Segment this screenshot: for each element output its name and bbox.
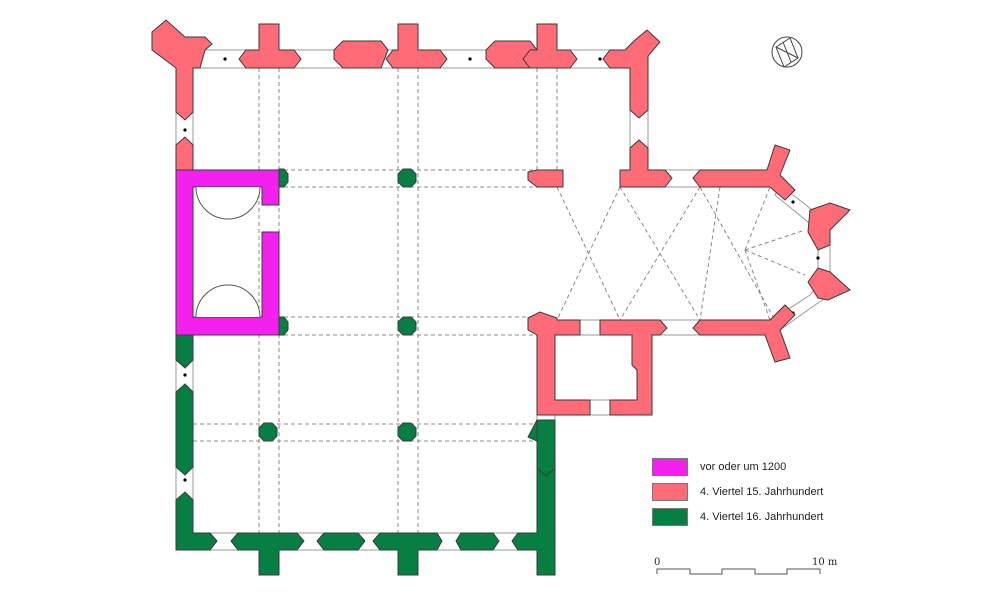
door-swing-arc bbox=[195, 284, 261, 318]
wall-15th-century bbox=[175, 136, 194, 171]
vault-rib-line bbox=[744, 249, 806, 276]
vault-rib-line bbox=[619, 186, 701, 321]
half-pier-16th-century bbox=[278, 168, 289, 188]
window-mullion bbox=[223, 57, 227, 61]
half-pier-16th-century bbox=[278, 316, 289, 336]
legend-item-15c: 4. Viertel 15. Jahrhundert bbox=[652, 482, 823, 502]
vault-rib-line bbox=[744, 249, 771, 321]
wall-15th-century bbox=[602, 29, 661, 119]
wall-16th-century bbox=[536, 419, 556, 477]
legend-item-16c: 4. Viertel 16. Jahrhundert bbox=[652, 507, 823, 527]
wall-15th-century bbox=[238, 23, 302, 69]
wall-15th-century bbox=[522, 23, 578, 69]
wall-15th-century bbox=[692, 304, 796, 363]
legend-swatch bbox=[652, 483, 688, 501]
window-mullion bbox=[468, 57, 472, 61]
window-mullion bbox=[791, 200, 795, 204]
wall-15th-century bbox=[599, 319, 668, 416]
vault-lines bbox=[193, 68, 806, 533]
pier-16th-century bbox=[258, 422, 278, 442]
vault-rib-line bbox=[699, 186, 721, 321]
wall-15th-century bbox=[807, 202, 851, 251]
legend-label: vor oder um 1200 bbox=[700, 461, 787, 473]
pier-16th-century bbox=[397, 168, 417, 188]
pier-16th-century bbox=[397, 422, 417, 442]
wall-16th-century bbox=[455, 532, 500, 551]
wall-16th-century bbox=[175, 491, 218, 551]
scale-start-label: 0 bbox=[654, 557, 661, 568]
vault-rib-line bbox=[556, 186, 621, 321]
wall-15th-century bbox=[151, 19, 213, 121]
wall-15th-century bbox=[807, 267, 851, 301]
door-swing-arc bbox=[195, 186, 261, 220]
legend-item-1200: vor oder um 1200 bbox=[652, 457, 786, 477]
wall-15th-century bbox=[527, 311, 591, 416]
wall-15th-century bbox=[692, 144, 796, 201]
wall-15th-century bbox=[527, 169, 564, 188]
wall-15th-century bbox=[385, 23, 448, 69]
wall-15th-century bbox=[619, 139, 673, 188]
legend-label: 4. Viertel 15. Jahrhundert bbox=[700, 486, 824, 498]
window-mullion bbox=[183, 373, 187, 377]
wall-16th-century bbox=[175, 334, 194, 369]
legend-swatch bbox=[652, 508, 688, 526]
walls bbox=[151, 19, 851, 576]
window-mullion bbox=[183, 128, 187, 132]
scale-bar bbox=[656, 568, 821, 575]
pier-16th-century bbox=[397, 316, 417, 336]
north-arrow-icon bbox=[771, 36, 803, 68]
vault-rib-line bbox=[744, 229, 806, 251]
window-mullion bbox=[183, 478, 187, 482]
vault-rib-line bbox=[699, 186, 776, 321]
scale-end-label: 10 m bbox=[812, 557, 838, 568]
legend-swatch bbox=[652, 458, 688, 476]
legend-label: 4. Viertel 16. Jahrhundert bbox=[700, 511, 824, 523]
wall-16th-century bbox=[316, 532, 366, 551]
window-mullion bbox=[816, 256, 820, 260]
vault-rib-line bbox=[744, 186, 771, 251]
window-mullion bbox=[598, 57, 602, 61]
wall-16th-century bbox=[175, 383, 194, 476]
wall-16th-century bbox=[230, 532, 305, 576]
wall-16th-century bbox=[372, 532, 443, 576]
wall-15th-century bbox=[333, 40, 389, 69]
